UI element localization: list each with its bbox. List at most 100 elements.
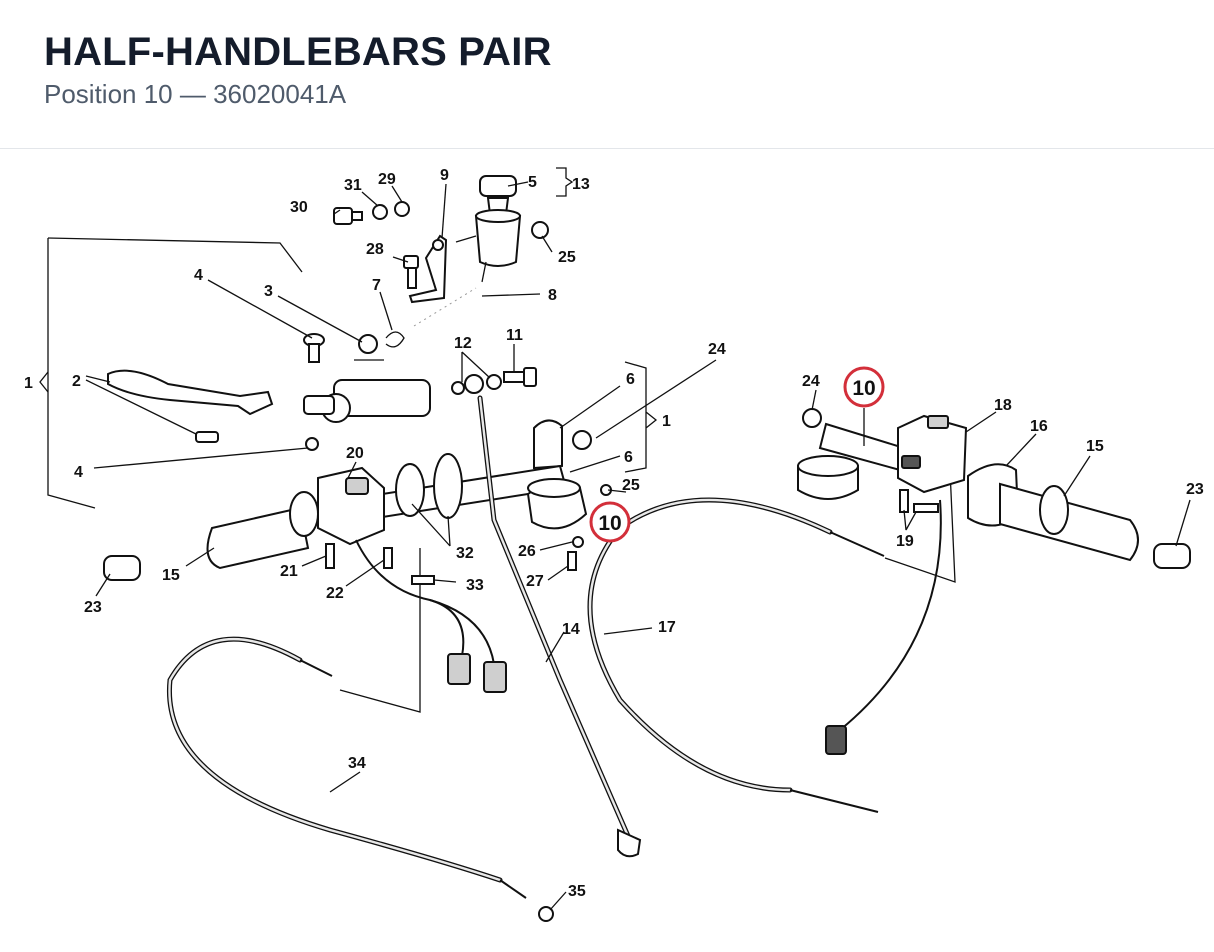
bracket-group-13 [556,167,574,197]
callout-19: 19 [896,533,914,550]
callout-33: 33 [466,577,484,594]
washer-26 [572,536,584,548]
callout-3: 3 [264,283,273,300]
callout-9: 9 [440,167,449,184]
brake-hose [406,280,484,334]
left-grip [206,491,319,570]
screw-19b [913,503,939,513]
leader-lines [85,181,1191,911]
right-grip [999,482,1139,562]
callout-23-left: 23 [84,599,102,616]
bracket-wiring-left [339,548,421,713]
callout-25-mid: 25 [622,477,640,494]
page-title: HALF-HANDLEBARS PAIR [44,30,552,74]
callout-16: 16 [1030,418,1048,435]
connector-left-a [447,653,471,685]
ground-cable [477,395,642,858]
screw-19a [899,489,909,513]
right-switch-wiring [839,499,942,731]
connector-left-b [483,661,507,693]
highlight-label-left: 10 [598,512,621,535]
callout-7: 7 [372,277,381,294]
screw-33 [411,575,435,585]
connector-right [825,725,847,755]
highlight-callout-left[interactable]: 10 [589,501,631,543]
callout-20: 20 [346,445,364,462]
washer-12c [486,374,502,390]
nut-35 [538,906,554,922]
bracket-group-1-right [624,361,658,473]
callout-11: 11 [506,327,523,344]
callout-22: 22 [326,585,344,602]
left-handlebar-clamp [526,478,588,530]
callout-32: 32 [456,545,474,562]
callout-8: 8 [548,287,557,304]
washer-31 [372,204,388,220]
callout-23-right: 23 [1186,481,1204,498]
callout-17: 17 [658,619,676,636]
bar-end-weight-right [1153,543,1191,569]
nut-24-left [572,430,592,450]
callout-15-left: 15 [162,567,180,584]
right-handlebar-clamp [797,455,859,500]
callout-14: 14 [562,621,580,638]
callout-6-top: 6 [626,371,635,388]
bolt-27 [567,551,577,571]
exploded-parts-diagram: 30 31 29 9 5 13 25 28 7 8 4 3 1 2 4 12 1… [24,167,1204,922]
clutch-cable [587,497,885,813]
callout-1-right: 1 [662,413,671,430]
callout-29: 29 [378,171,396,188]
callout-21: 21 [280,563,298,580]
washer-12a [451,381,465,395]
adjuster-screw [195,431,219,443]
washer-12b [464,374,484,394]
page-header: HALF-HANDLEBARS PAIR Position 10 — 36020… [0,0,1214,149]
callout-13: 13 [572,176,590,193]
callout-1-left: 1 [24,375,33,392]
callout-12: 12 [454,335,472,352]
callout-35: 35 [568,883,586,900]
washer-25-top [531,221,549,239]
highlight-callout-right[interactable]: 10 [843,366,885,408]
callout-labels: 30 31 29 9 5 13 25 28 7 8 4 3 1 2 4 12 1… [24,167,1204,900]
callout-6-bottom: 6 [624,449,633,466]
callout-4-top: 4 [194,267,203,284]
hose-clip [385,331,405,348]
brake-fluid-reservoir [455,175,522,283]
callout-28: 28 [366,241,384,258]
left-switch-housing [317,453,463,546]
page-subtitle: Position 10 — 36020041A [44,79,347,109]
bar-end-weight-left [103,555,141,581]
callout-24-right: 24 [802,373,820,390]
nut-29 [394,201,410,217]
screw-21 [325,543,335,569]
bolt-11 [503,367,537,387]
callout-2: 2 [72,373,81,390]
callout-5: 5 [528,174,537,191]
pivot-nut [305,437,319,451]
bracket-group-1-left [39,237,303,509]
callout-26: 26 [518,543,536,560]
callout-34: 34 [348,755,366,772]
callout-24-top: 24 [708,341,726,358]
callout-31: 31 [344,177,362,194]
nut-24-right [802,408,822,428]
callout-4-bottom: 4 [74,464,83,481]
highlight-label-right: 10 [852,377,875,400]
throttle-cable [166,636,527,899]
callout-25-top: 25 [558,249,576,266]
pivot-bolt [303,333,325,363]
callout-30: 30 [290,199,308,216]
right-switch-housing [897,414,968,494]
bracket-wiring-right [884,469,956,583]
screw-22 [383,547,393,569]
bracket-hole [432,239,444,251]
callout-15-right: 15 [1086,438,1104,455]
callout-18: 18 [994,397,1012,414]
master-cylinder [303,334,431,423]
callout-27: 27 [526,573,544,590]
bolt-28 [403,255,419,289]
left-switch-wiring [355,539,465,657]
brake-lever [107,369,274,416]
clamp-cap [533,419,563,470]
